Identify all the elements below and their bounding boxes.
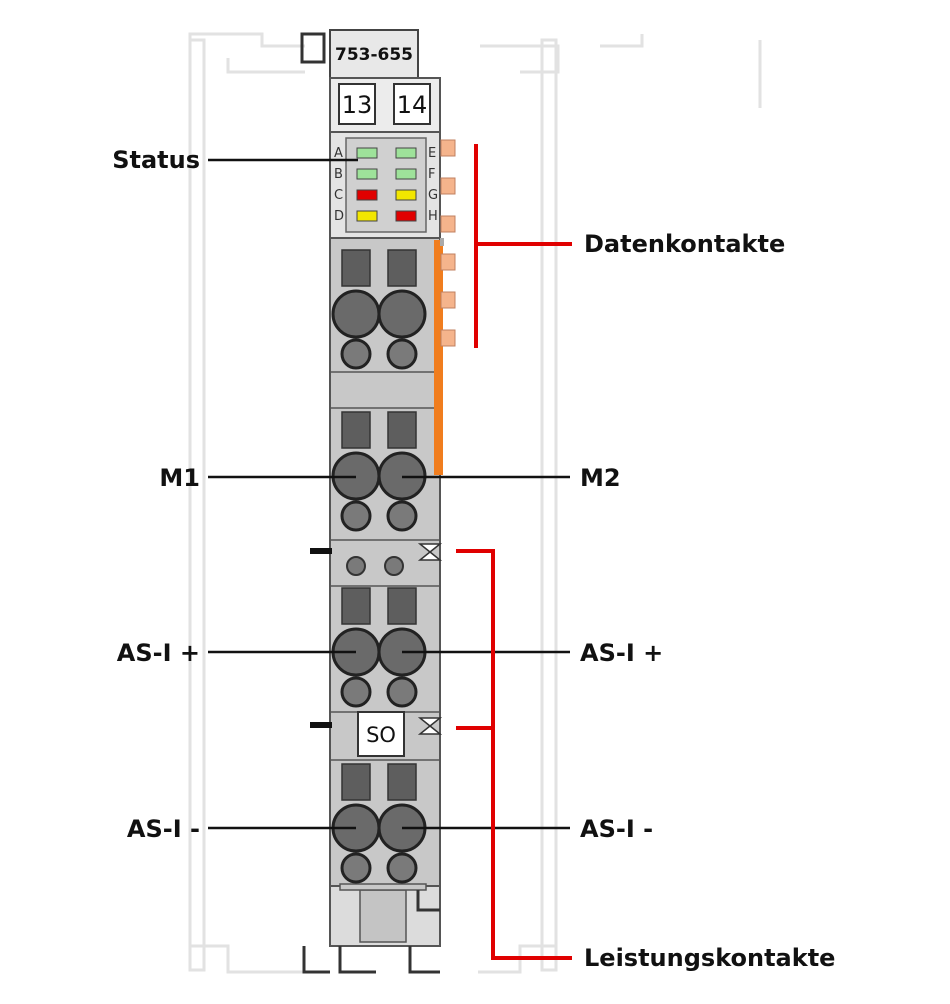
conductor-entry bbox=[377, 289, 427, 339]
led-h bbox=[395, 210, 417, 222]
test-port bbox=[340, 338, 372, 370]
so-plate: SO bbox=[357, 711, 405, 757]
test-port bbox=[386, 852, 418, 884]
power-contacts-bracket bbox=[456, 549, 572, 960]
release-slot bbox=[341, 587, 371, 625]
data-contact-strip bbox=[434, 139, 456, 475]
led-letter-f: F bbox=[428, 167, 435, 182]
release-slot bbox=[341, 249, 371, 287]
label-asi-minus-right: AS-I - bbox=[580, 815, 653, 843]
conductor-entry bbox=[331, 289, 381, 339]
bottom-clips bbox=[302, 890, 440, 974]
release-slot bbox=[387, 763, 417, 801]
terminal-clamps bbox=[331, 249, 427, 884]
data-contacts-bracket bbox=[474, 144, 572, 348]
label-asi-minus-left: AS-I - bbox=[127, 815, 200, 843]
test-port bbox=[340, 500, 372, 532]
label-asi-plus-left: AS-I + bbox=[117, 639, 200, 667]
test-port bbox=[386, 676, 418, 708]
led-letter-a: A bbox=[334, 146, 343, 161]
release-slot bbox=[341, 411, 371, 449]
release-slot bbox=[387, 249, 417, 287]
led-a bbox=[356, 147, 378, 159]
label-datenkontakte: Datenkontakte bbox=[584, 230, 785, 258]
led-letter-h: H bbox=[428, 209, 438, 224]
led-letter-g: G bbox=[428, 188, 438, 203]
so-label-text: SO bbox=[366, 723, 396, 747]
test-port bbox=[386, 500, 418, 532]
terminal-number-plates: 13 14 bbox=[338, 83, 431, 125]
terminal-number-14: 14 bbox=[397, 91, 428, 119]
release-slot bbox=[341, 763, 371, 801]
test-port bbox=[340, 852, 372, 884]
led-d bbox=[356, 210, 378, 222]
led-g bbox=[395, 189, 417, 201]
led-c bbox=[356, 189, 378, 201]
test-port bbox=[386, 338, 418, 370]
part-number-text: 753-655 bbox=[335, 45, 413, 65]
release-slot bbox=[387, 411, 417, 449]
label-m2: M2 bbox=[580, 464, 621, 492]
jumper-ports bbox=[310, 543, 443, 735]
leader-lines bbox=[208, 158, 570, 830]
led-f bbox=[395, 168, 417, 180]
terminal-number-13: 13 bbox=[342, 91, 373, 119]
release-slot bbox=[387, 587, 417, 625]
led-letter-d: D bbox=[334, 209, 344, 224]
test-port bbox=[340, 676, 372, 708]
status-led-panel: A B C D E F G H bbox=[334, 137, 438, 233]
label-asi-plus-right: AS-I + bbox=[580, 639, 663, 667]
led-b bbox=[356, 168, 378, 180]
label-leistungskontakte: Leistungskontakte bbox=[584, 944, 835, 972]
label-status: Status bbox=[112, 146, 200, 174]
label-m1: M1 bbox=[159, 464, 200, 492]
led-letter-e: E bbox=[428, 146, 436, 161]
callout-labels: Status Datenkontakte M1 M2 AS-I + AS-I +… bbox=[112, 146, 835, 972]
led-e bbox=[395, 147, 417, 159]
led-letter-c: C bbox=[334, 188, 343, 203]
led-letter-b: B bbox=[334, 167, 343, 182]
